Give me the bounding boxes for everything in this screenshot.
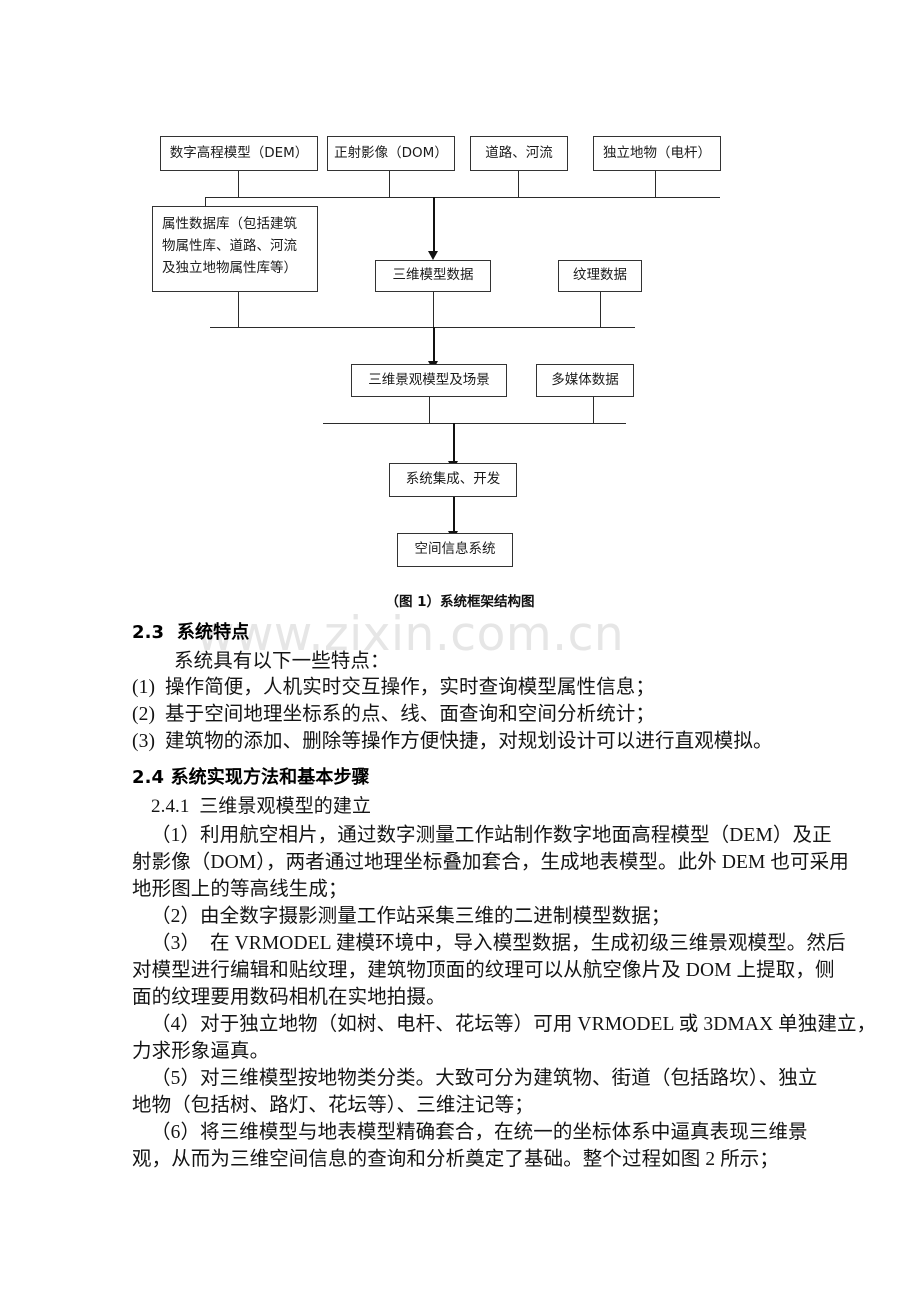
paragraph-line-8: （4）对于独立地物（如树、电杆、花坛等）可用 VRMODEL 或 3DMAX 单… [151,1014,877,1035]
connector-independent-down [655,171,656,197]
item-2-text: 基于空间地理坐标系的点、线、面查询和空间分析统计； [165,704,656,725]
section-2-4-1-heading: 2.4.1 三维景观模型的建立 [151,796,372,817]
section-2-4-heading: 2.4 系统实现方法和基本步骤 [132,763,370,789]
connector-multimedia-down [593,397,594,423]
connector-bus-row3 [323,423,626,424]
diagram-box-scene-model-label: 三维景观模型及场景 [368,371,490,388]
paragraph-line-13: 观，从而为三维空间信息的查询和分析奠定了基础。整个过程如图 2 所示； [132,1149,780,1170]
section-2-3-heading: 2.3 系统特点 [132,618,249,644]
paragraph-line-1: （1）利用航空相片，通过数字测量工作站制作数字地面高程模型（DEM）及正 [151,825,832,846]
diagram-box-multimedia-data-label: 多媒体数据 [551,371,619,388]
paragraph-line-5: （3） 在 VRMODEL 建模环境中，导入模型数据，生成初级三维景观模型。然后 [151,933,846,954]
item-2-marker: (2) [132,704,156,725]
section-2-3-item-1: (1) 操作简便，人机实时交互操作，实时查询模型属性信息； [132,670,655,699]
diagram-box-texture-data: 纹理数据 [558,260,642,292]
section-2-3-intro: 系统具有以下一些特点： [174,651,390,672]
diagram-box-road-river-label: 道路、河流 [485,144,553,161]
paragraph-line-6: 对模型进行编辑和贴纹理，建筑物顶面的纹理可以从航空像片及 DOM 上提取，侧 [132,960,835,981]
diagram-box-attribute-db: 属性数据库（包括建筑 物属性库、道路、河流 及独立地物属性库等） [152,206,318,292]
item-1-text: 操作简便，人机实时交互操作，实时查询模型属性信息； [165,677,656,698]
attribute-db-line-2: 物属性库、道路、河流 [162,237,297,254]
arrowhead-bus1-to-model-data [428,251,438,260]
item-3-text: 建筑物的添加、删除等操作方便快捷，对规划设计可以进行直观模拟。 [165,731,773,752]
diagram-box-system-integration: 系统集成、开发 [389,463,517,497]
diagram-box-spatial-info-system: 空间信息系统 [397,533,513,567]
diagram-box-multimedia-data: 多媒体数据 [536,364,634,397]
connector-dem-down [238,171,239,197]
attribute-db-line-1: 属性数据库（包括建筑 [162,216,297,232]
diagram-box-dom: 正射影像（DOM） [327,136,455,171]
connector-model-data-down [433,292,434,327]
paragraph-line-10: （5）对三维模型按地物类分类。大致可分为建筑物、街道（包括路坎）、独立 [151,1068,818,1089]
connector-road-river-down [518,171,519,197]
connector-attribute-db-down [238,292,239,327]
diagram-box-model-data: 三维模型数据 [375,260,491,292]
system-framework-diagram: 数字高程模型（DEM） 正射影像（DOM） 道路、河流 独立地物（电杆） 属性数… [0,0,920,600]
connector-integration-to-spatial-system [453,497,455,533]
connector-bus3-to-system-integration [453,423,455,463]
connector-scene-model-down [429,397,430,423]
connector-bus-row1 [205,197,720,198]
diagram-box-spatial-info-system-label: 空间信息系统 [414,541,496,558]
section-2-4-number: 2.4 [132,767,165,788]
connector-bus2-to-scene-model [433,327,435,363]
diagram-box-dem: 数字高程模型（DEM） [160,136,318,171]
section-2-3-number: 2.3 [132,622,165,643]
diagram-box-scene-model: 三维景观模型及场景 [351,364,507,397]
diagram-box-texture-data-label: 纹理数据 [573,267,627,284]
diagram-box-dem-label: 数字高程模型（DEM） [169,144,309,161]
figure-caption: （图 1）系统框架结构图 [385,594,535,610]
section-2-3-item-3: (3) 建筑物的添加、删除等操作方便快捷，对规划设计可以进行直观模拟。 [132,724,773,753]
diagram-box-independent-feature: 独立地物（电杆） [593,136,721,171]
diagram-box-dom-label: 正射影像（DOM） [334,144,448,161]
paragraph-line-2: 射影像（DOM），两者通过地理坐标叠加套合，生成地表模型。此外 DEM 也可采用 [132,852,849,873]
connector-bus1-to-attribute-db [205,197,206,206]
paragraph-line-4: （2）由全数字摄影测量工作站采集三维的二进制模型数据； [151,906,671,927]
paragraph-line-11: 地物（包括树、路灯、花坛等）、三维注记等； [132,1095,534,1116]
section-2-3-title: 系统特点 [176,622,250,643]
connector-dom-down [389,171,390,197]
section-2-4-title: 系统实现方法和基本步骤 [170,767,370,788]
connector-bus1-to-model-data [433,197,435,253]
paragraph-line-9: 力求形象逼真。 [132,1041,270,1062]
diagram-box-model-data-label: 三维模型数据 [392,267,474,284]
item-3-marker: (3) [132,731,156,752]
paragraph-line-12: （6）将三维模型与地表模型精确套合，在统一的坐标体系中逼真表现三维景 [151,1122,808,1143]
connector-texture-data-down [600,292,601,327]
attribute-db-line-3: 及独立地物属性库等） [162,259,297,276]
connector-bus-row2 [210,327,635,328]
diagram-box-road-river: 道路、河流 [470,136,568,171]
item-1-marker: (1) [132,677,156,698]
paragraph-line-7: 面的纹理要用数码相机在实地拍摄。 [132,987,446,1008]
section-2-3-item-2: (2) 基于空间地理坐标系的点、线、面查询和空间分析统计； [132,697,655,726]
diagram-box-independent-feature-label: 独立地物（电杆） [603,144,711,161]
diagram-box-system-integration-label: 系统集成、开发 [405,471,501,488]
paragraph-line-3: 地形图上的等高线生成； [132,879,348,900]
section-2-3-gap [164,622,177,643]
